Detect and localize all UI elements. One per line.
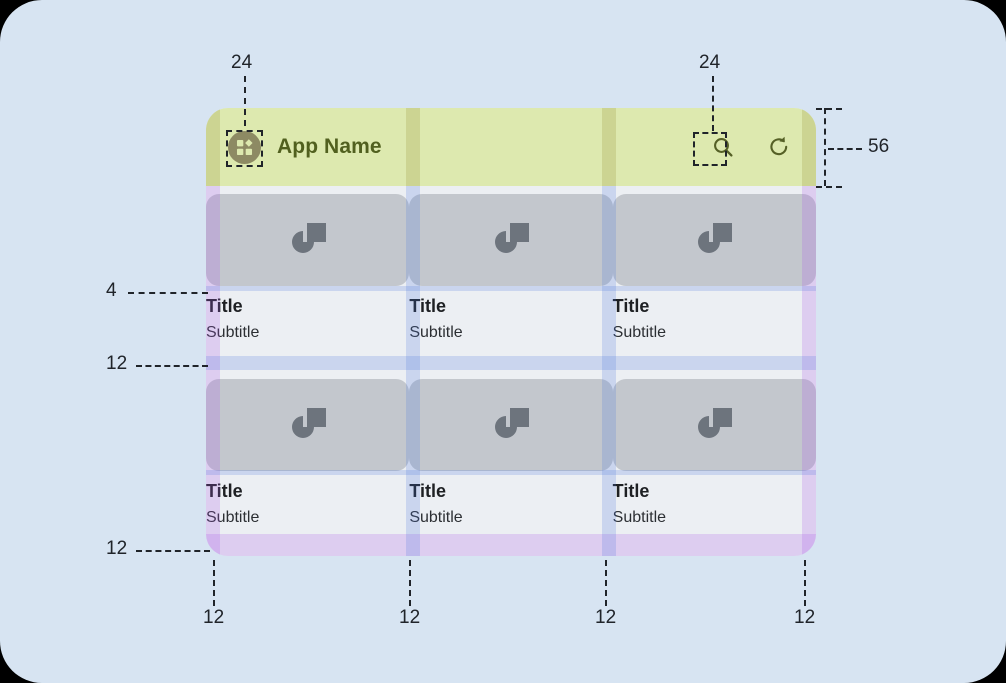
annotation-row-gap: 12 xyxy=(106,353,128,374)
card[interactable]: Title Subtitle xyxy=(409,186,613,371)
leader-line-bottom-margin xyxy=(136,550,210,552)
card-text: Title Subtitle xyxy=(613,471,816,527)
annotation-action-icon-size: 24 xyxy=(699,52,721,73)
refresh-icon[interactable] xyxy=(766,134,792,160)
card[interactable]: Title Subtitle xyxy=(612,186,816,371)
leader-line-row-gap xyxy=(136,365,208,367)
card[interactable]: Title Subtitle xyxy=(612,371,816,556)
card-text: Title Subtitle xyxy=(206,471,409,527)
bracket-appbar-side xyxy=(824,108,826,186)
annotation-media-title-gap: 4 xyxy=(106,280,117,301)
card[interactable]: Title Subtitle xyxy=(206,371,410,556)
leader-line-gutter-1 xyxy=(409,560,411,606)
card-subtitle: Subtitle xyxy=(612,508,667,526)
card-title: Title xyxy=(206,481,243,501)
bracket-appbar-bottom xyxy=(816,186,842,188)
card-text: Title Subtitle xyxy=(613,286,816,342)
image-placeholder-icon xyxy=(612,379,816,471)
leader-line-leading-icon xyxy=(244,76,246,126)
leader-line-appbar-height xyxy=(828,148,862,150)
card-text: Title Subtitle xyxy=(409,471,612,527)
card-grid: Title Subtitle Title Subtitle xyxy=(206,186,816,556)
card-subtitle: Subtitle xyxy=(206,508,260,526)
card-title: Title xyxy=(612,296,650,316)
card-subtitle: Subtitle xyxy=(409,508,463,526)
annotation-leading-icon-size: 24 xyxy=(231,52,253,73)
card-subtitle: Subtitle xyxy=(409,323,463,341)
image-placeholder-icon xyxy=(409,194,613,286)
card-title: Title xyxy=(409,296,447,316)
card-title: Title xyxy=(206,296,243,316)
image-placeholder-icon xyxy=(206,194,410,286)
leader-line-action-icon xyxy=(712,76,714,131)
card-subtitle: Subtitle xyxy=(612,323,667,341)
app-bar: App Name xyxy=(206,108,816,186)
card[interactable]: Title Subtitle xyxy=(206,186,410,371)
card-text: Title Subtitle xyxy=(409,286,612,342)
device-artboard: App Name xyxy=(206,108,816,556)
annotation-gutter-2: 12 xyxy=(595,607,617,628)
annotation-gutter-1: 12 xyxy=(399,607,421,628)
image-placeholder-icon xyxy=(409,379,613,471)
leader-line-right-margin xyxy=(804,560,806,606)
card-row: Title Subtitle Title Subtitle xyxy=(206,371,816,556)
app-bar-actions xyxy=(710,134,816,160)
annotation-left-margin: 12 xyxy=(203,607,225,628)
card-text: Title Subtitle xyxy=(206,286,409,342)
app-bar-title: App Name xyxy=(277,135,382,158)
card[interactable]: Title Subtitle xyxy=(409,371,613,556)
card-subtitle: Subtitle xyxy=(206,323,260,341)
image-placeholder-icon xyxy=(612,194,816,286)
annotation-bottom-margin: 12 xyxy=(106,538,128,559)
card-row: Title Subtitle Title Subtitle xyxy=(206,186,816,371)
measure-box-search-icon xyxy=(693,132,727,166)
app-grid-icon[interactable] xyxy=(228,130,261,164)
card-title: Title xyxy=(409,481,447,501)
measure-box-leading-icon xyxy=(226,130,263,167)
image-placeholder-icon xyxy=(206,379,410,471)
leader-line-left-margin xyxy=(213,560,215,606)
app-bar-leading: App Name xyxy=(228,130,382,164)
leader-line-gutter-2 xyxy=(605,560,607,606)
annotation-right-margin: 12 xyxy=(794,607,816,628)
annotation-appbar-height: 56 xyxy=(868,136,890,157)
card-title: Title xyxy=(612,481,650,501)
bracket-appbar-top xyxy=(816,108,842,110)
leader-line-media-title-gap xyxy=(128,292,208,294)
search-icon[interactable] xyxy=(710,134,736,160)
